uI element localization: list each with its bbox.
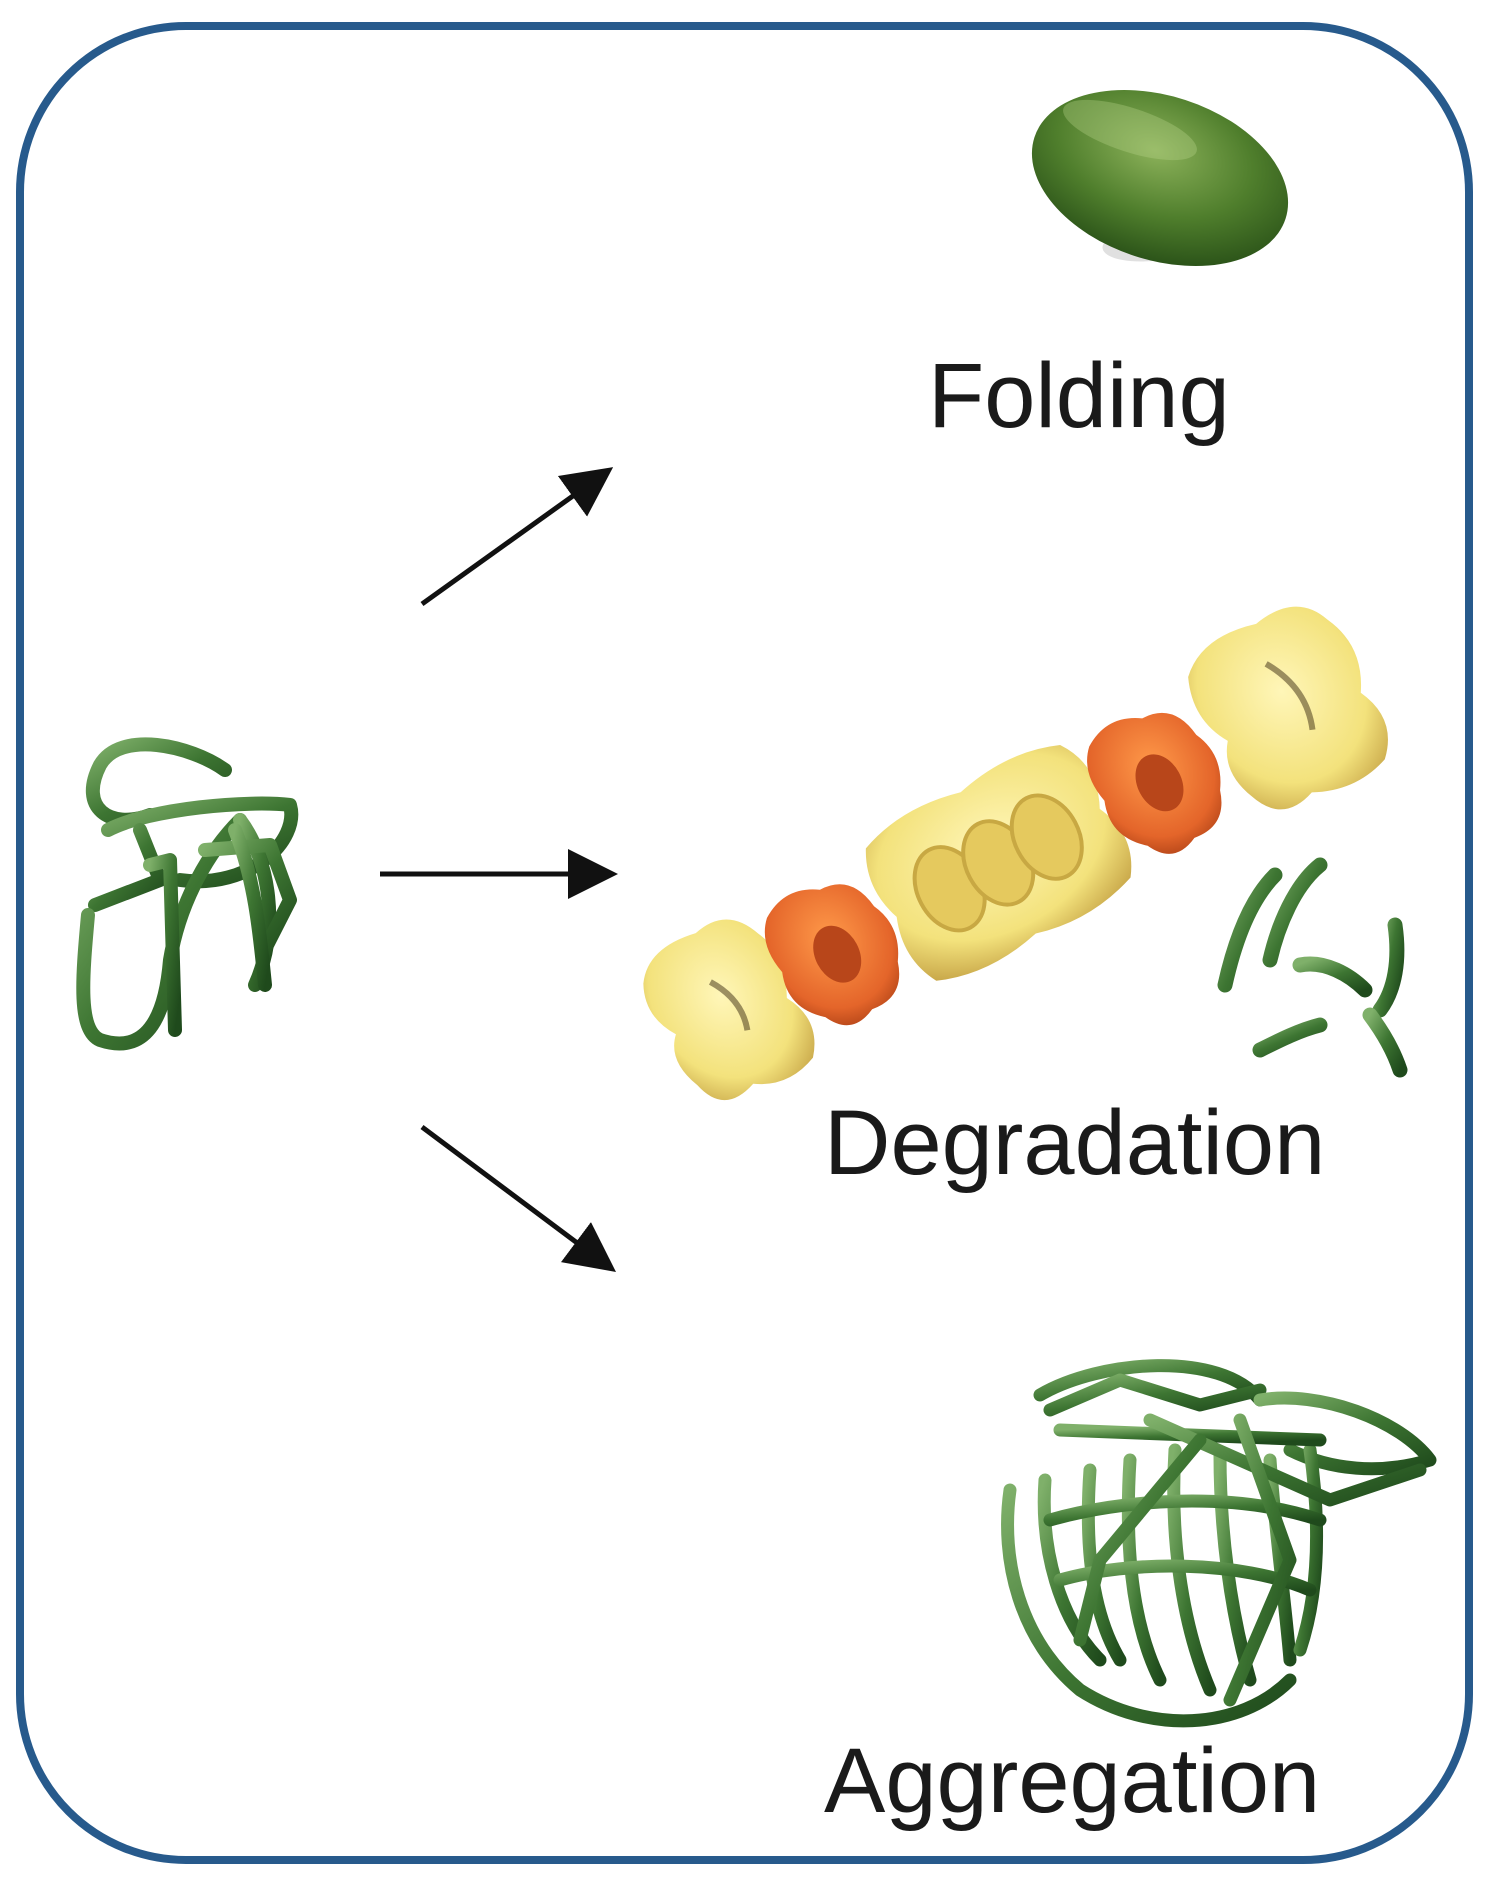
peptide-fragments-icon [1217, 857, 1408, 1078]
aggregation-arrow [420, 1124, 617, 1272]
folding-label: Folding [928, 345, 1230, 447]
unfolded-protein-tangled-chain-icon [76, 737, 299, 1051]
proteasome-icon [643, 606, 1388, 1101]
degradation-label: Degradation [824, 1092, 1326, 1194]
aggregate-icon [1001, 1359, 1437, 1728]
folded-protein-ellipsoid-icon [1031, 89, 1289, 267]
folding-arrow [420, 467, 614, 607]
aggregation-label: Aggregation [824, 1730, 1321, 1832]
